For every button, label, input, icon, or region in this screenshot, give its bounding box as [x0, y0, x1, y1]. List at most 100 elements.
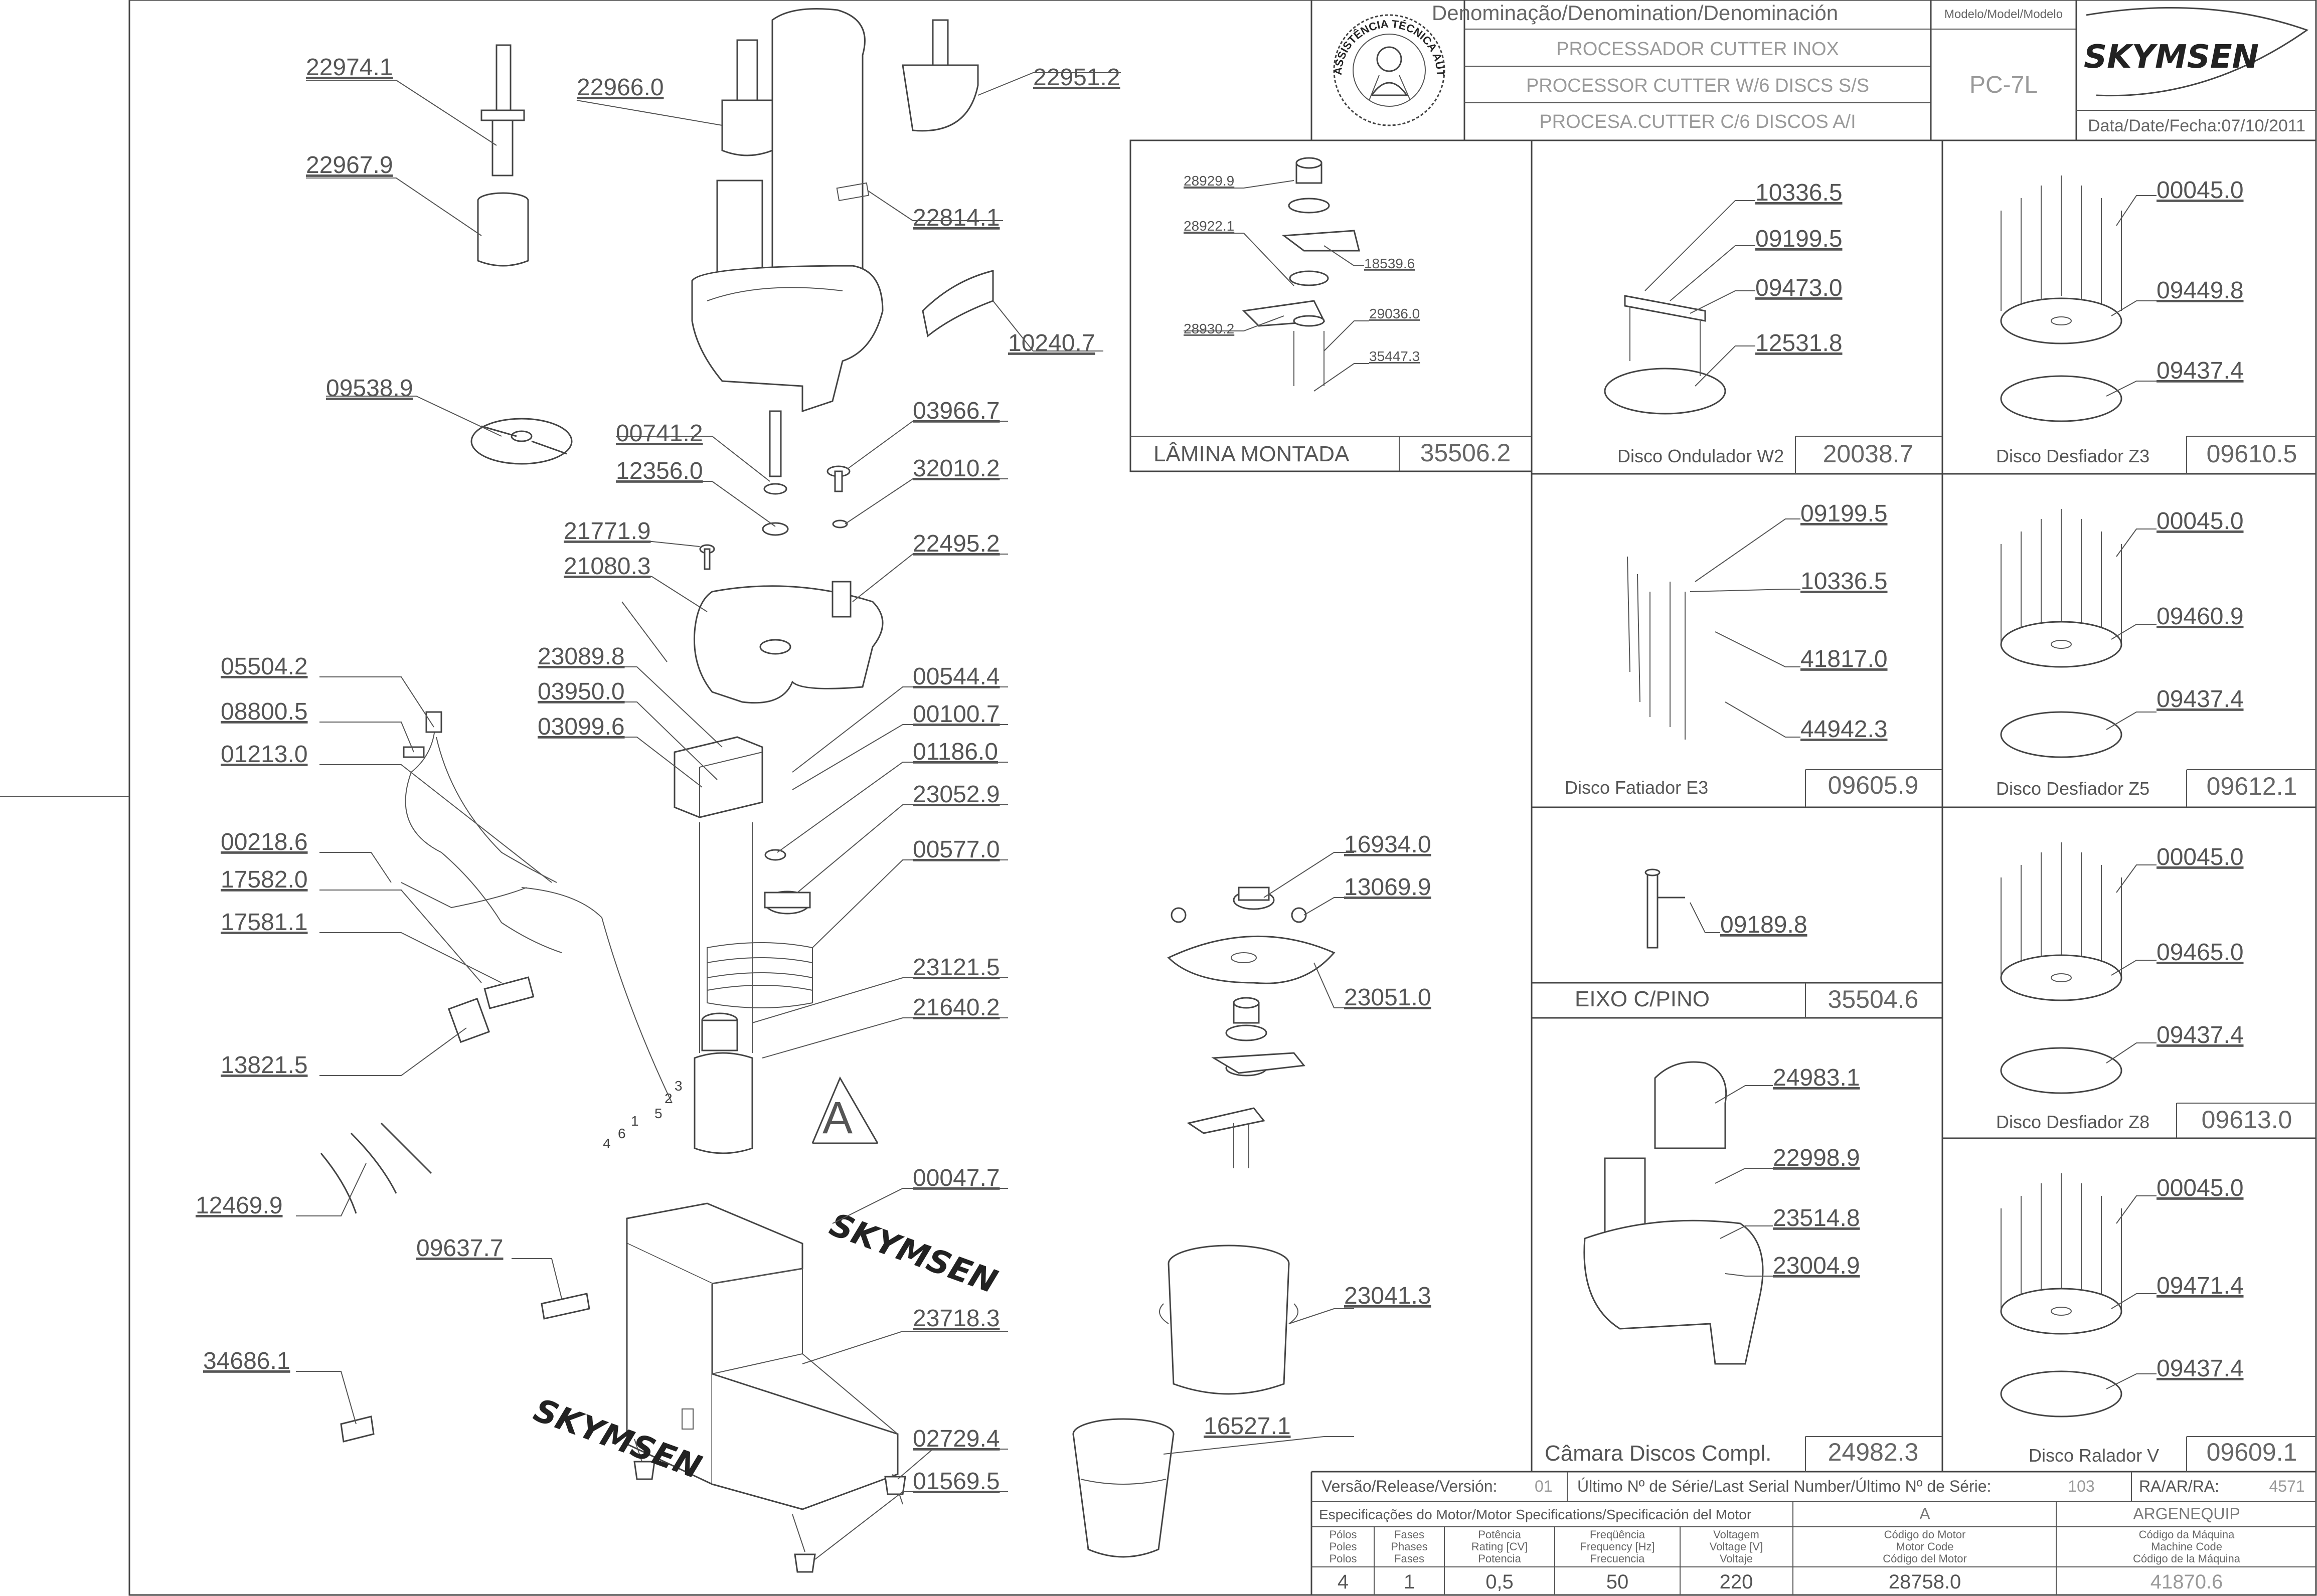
- part-label: 17581.1: [221, 909, 308, 936]
- part-label: 00045.0: [2157, 177, 2244, 204]
- part-label: 10336.5: [1800, 568, 1888, 595]
- part-label: 10336.5: [1755, 180, 1843, 206]
- part-label: 12531.8: [1755, 330, 1843, 357]
- version-label: Versão/Release/Versión:: [1321, 1477, 1497, 1495]
- svg-text:Potência: Potência: [1478, 1528, 1521, 1541]
- part-label: 22951.2: [1033, 64, 1120, 91]
- lid-assembly: [691, 8, 884, 413]
- svg-text:1: 1: [631, 1113, 639, 1129]
- part-label: 03966.7: [913, 398, 1000, 424]
- drive-shaft: [762, 410, 851, 536]
- svg-text:Código del Motor: Código del Motor: [1883, 1552, 1967, 1565]
- panel-code: 20038.7: [1823, 440, 1914, 468]
- svg-text:Voltaje: Voltaje: [1720, 1552, 1753, 1565]
- main-part-labels: 22974.1 22967.9 22966.0 22951.2 22814.1 …: [196, 54, 1120, 1495]
- part-label: 29036.0: [1369, 306, 1420, 321]
- base-housing: SKYMSEN SKYMSEN: [529, 1202, 1002, 1573]
- part-label: 09437.4: [2157, 1022, 2244, 1048]
- svg-text:Código da Máquina: Código da Máquina: [2139, 1528, 2235, 1541]
- part-label: 10240.7: [1008, 330, 1095, 357]
- svg-text:220: 220: [1720, 1571, 1753, 1593]
- part-label: 09449.8: [2157, 277, 2244, 304]
- main-assembly: A 3 2 5 1 6 4: [320, 8, 1002, 1573]
- panel-disco-z3: 00045.0 09449.8 09437.4 Disco Desfiador …: [1996, 175, 2297, 468]
- part-label: 00544.4: [913, 663, 1000, 690]
- part-label: 28930.2: [1184, 321, 1234, 336]
- cutting-disc: [470, 418, 573, 465]
- seal-text: ASSISTÊNCIA TÉCNICA AUTORIZADA: [0, 0, 1447, 77]
- svg-text:Freqüência: Freqüência: [1590, 1528, 1645, 1541]
- panel-disco-ondulador: 10336.5 09199.5 09473.0 12531.8 Disco On…: [1604, 180, 1914, 468]
- svg-text:5: 5: [654, 1106, 663, 1121]
- svg-text:Fases: Fases: [1394, 1528, 1424, 1541]
- panel-code: 09610.5: [2207, 440, 2297, 468]
- part-label: 00741.2: [616, 420, 703, 447]
- svg-text:Frecuencia: Frecuencia: [1590, 1552, 1645, 1565]
- svg-text:Rating [CV]: Rating [CV]: [1471, 1540, 1528, 1553]
- svg-text:Código do Motor: Código do Motor: [1884, 1528, 1966, 1541]
- svg-text:Phases: Phases: [1391, 1540, 1427, 1553]
- panel-code: 09605.9: [1828, 771, 1919, 799]
- part-label: 01569.5: [913, 1468, 1000, 1495]
- model-label: Modelo/Model/Modelo: [1944, 8, 2063, 21]
- part-label: 09637.7: [416, 1235, 504, 1262]
- part-label: 17582.0: [221, 866, 308, 893]
- blade-assembly: [1187, 997, 1305, 1168]
- part-label: 12356.0: [616, 458, 703, 484]
- svg-text:Motor Code: Motor Code: [1896, 1540, 1954, 1553]
- part-label: 16527.1: [1204, 1413, 1291, 1440]
- part-label: 00577.0: [913, 836, 1000, 863]
- motor-letter: A: [822, 1093, 853, 1143]
- part-label: 00045.0: [2157, 508, 2244, 535]
- part-label: 23121.5: [913, 954, 1000, 981]
- svg-text:6: 6: [618, 1126, 626, 1141]
- part-label: 22814.1: [913, 205, 1000, 231]
- leader-lines: [296, 72, 1121, 1560]
- part-label: 01213.0: [221, 741, 308, 768]
- panel-lamina-montada: 28929.9 28922.1 18539.6 28930.2 29036.0 …: [1153, 157, 1511, 467]
- sticker-34686: [340, 1415, 375, 1443]
- part-label: 09473.0: [1755, 275, 1843, 301]
- svg-text:28758.0: 28758.0: [1889, 1571, 1961, 1593]
- label-sticker: [922, 270, 994, 337]
- part-label: 08800.5: [221, 698, 308, 725]
- panel-camara-discos: 24983.1 22998.9 23514.8 23004.9 Câmara D…: [1545, 1061, 1919, 1466]
- part-label: 13069.9: [1344, 874, 1431, 901]
- panel-eixo-pino: 09189.8 EIXO C/PINO 35504.6: [1575, 868, 1919, 1013]
- panel-title: EIXO C/PINO: [1575, 987, 1710, 1011]
- part-label: 09189.8: [1720, 912, 1807, 938]
- spec-column-headers: Pólos Poles Polos Fases Phases Fases Pot…: [1329, 1528, 2240, 1565]
- panel-code: 09612.1: [2207, 772, 2297, 800]
- housing-logo: SKYMSEN: [825, 1206, 1002, 1301]
- manufacturer: ARGENEQUIP: [2133, 1505, 2240, 1523]
- svg-text:Frequency [Hz]: Frequency [Hz]: [1580, 1540, 1654, 1553]
- svg-text:Voltage [V]: Voltage [V]: [1710, 1540, 1763, 1553]
- part-label: 09199.5: [1755, 226, 1843, 252]
- part-label: 24983.1: [1773, 1065, 1860, 1091]
- panel-title: Disco Ondulador W2: [1617, 446, 1784, 466]
- panel-title: Disco Desfiador Z3: [1996, 446, 2149, 466]
- part-label: 22998.9: [1773, 1145, 1860, 1171]
- panel-code: 35504.6: [1828, 985, 1919, 1013]
- panel-code: 24982.3: [1828, 1438, 1919, 1466]
- top-plate: [693, 544, 884, 704]
- part-label: 22967.9: [306, 152, 393, 179]
- part-label: 03950.0: [538, 678, 625, 705]
- part-label: 00045.0: [2157, 1175, 2244, 1201]
- part-label: 22974.1: [306, 54, 393, 81]
- motor-spec-label: Especificações do Motor/Motor Specificat…: [1319, 1507, 1751, 1522]
- part-label: 23514.8: [1773, 1205, 1860, 1231]
- part-label: 23051.0: [1344, 984, 1431, 1011]
- svg-text:1: 1: [1404, 1571, 1415, 1593]
- svg-text:0,5: 0,5: [1485, 1571, 1514, 1593]
- part-label: 09465.0: [2157, 939, 2244, 966]
- ra-value: 4571: [2269, 1477, 2304, 1495]
- part-label: 13821.5: [221, 1052, 308, 1079]
- name-en: PROCESSOR CUTTER W/6 DISCS S/S: [1526, 75, 1869, 96]
- part-label: 23004.9: [1773, 1253, 1860, 1279]
- part-label: 23089.8: [538, 643, 625, 670]
- panel-title: Disco Fatiador E3: [1565, 777, 1708, 798]
- motor-wire-numbers: 3 2 5 1 6 4: [603, 1078, 683, 1151]
- part-label: 00100.7: [913, 701, 1000, 728]
